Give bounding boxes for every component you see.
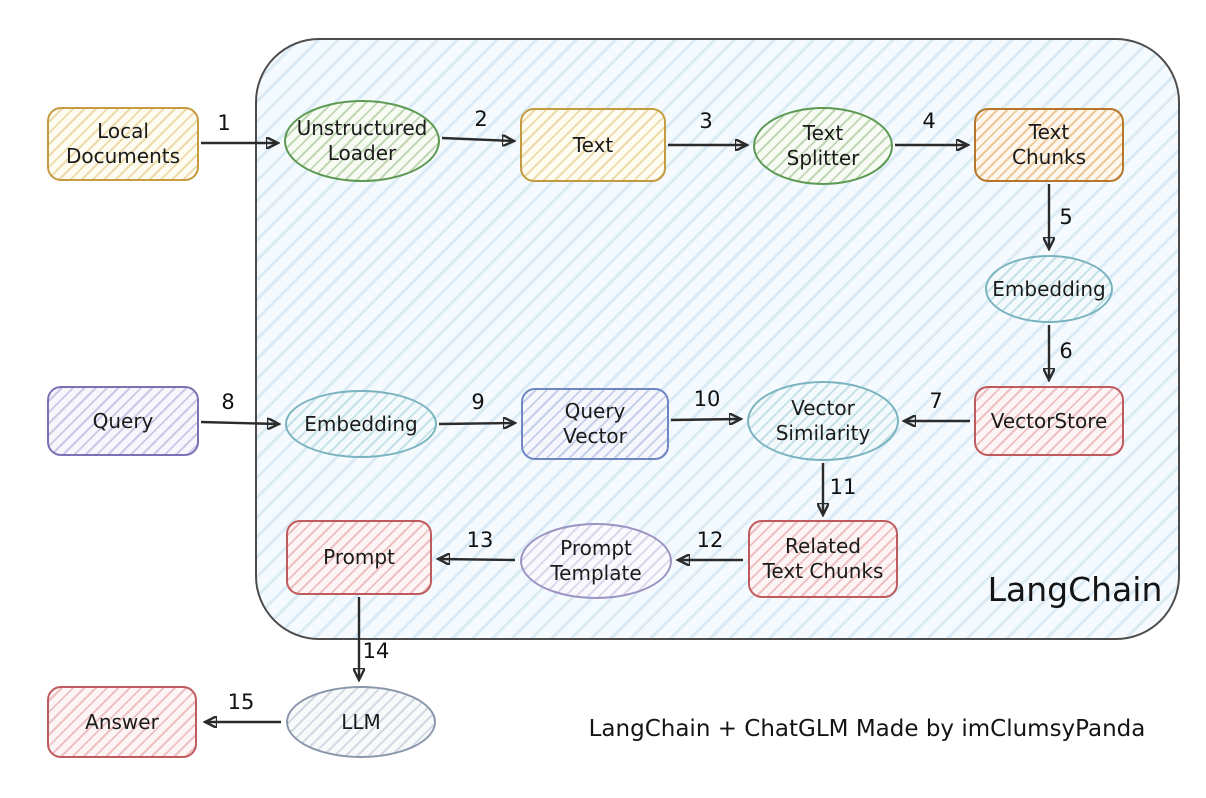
node-answer: Answer (47, 686, 197, 758)
node-llm: LLM (286, 686, 436, 758)
node-unstructured-loader: Unstructured Loader (284, 100, 440, 182)
diagram-caption: LangChain + ChatGLM Made by imClumsyPand… (588, 716, 1146, 742)
edge-15: 15 (206, 690, 281, 722)
node-label: VectorStore (990, 408, 1108, 433)
edge-8-label: 8 (221, 390, 234, 414)
edge-15-label: 15 (228, 690, 255, 714)
node-label: Embedding (992, 276, 1106, 301)
node-text: Text (520, 108, 666, 182)
edge-1-label: 1 (217, 111, 230, 135)
node-label: Text Splitter (786, 121, 860, 170)
node-query-vector: Query Vector (521, 388, 669, 460)
node-label: Embedding (304, 411, 418, 436)
node-label: Query Vector (563, 399, 627, 448)
edge-14-label: 14 (363, 639, 390, 663)
node-label: LLM (341, 709, 381, 734)
node-label: Unstructured Loader (296, 116, 428, 165)
node-label: Vector Similarity (775, 396, 871, 445)
node-label: Answer (85, 709, 159, 734)
node-vectorstore: VectorStore (974, 386, 1124, 456)
node-label: Prompt Template (550, 536, 642, 585)
langchain-container-label: LangChain (987, 570, 1163, 609)
node-label: Query (92, 408, 154, 433)
node-prompt-template: Prompt Template (520, 523, 672, 599)
node-local-documents: Local Documents (47, 107, 199, 181)
node-label: Text (572, 132, 614, 157)
node-query: Query (47, 386, 199, 456)
node-related-text-chunks: Related Text Chunks (748, 520, 898, 598)
node-label: Related Text Chunks (762, 534, 884, 583)
node-embedding-docs: Embedding (985, 255, 1113, 323)
node-text-splitter: Text Splitter (753, 107, 893, 185)
node-text-chunks: Text Chunks (974, 108, 1124, 182)
node-label: Local Documents (65, 119, 181, 168)
node-label: Prompt (323, 545, 395, 569)
node-prompt: Prompt (286, 520, 432, 595)
node-label: Text Chunks (1012, 120, 1086, 169)
node-vector-similarity: Vector Similarity (747, 381, 899, 461)
node-embedding-query: Embedding (285, 390, 437, 458)
